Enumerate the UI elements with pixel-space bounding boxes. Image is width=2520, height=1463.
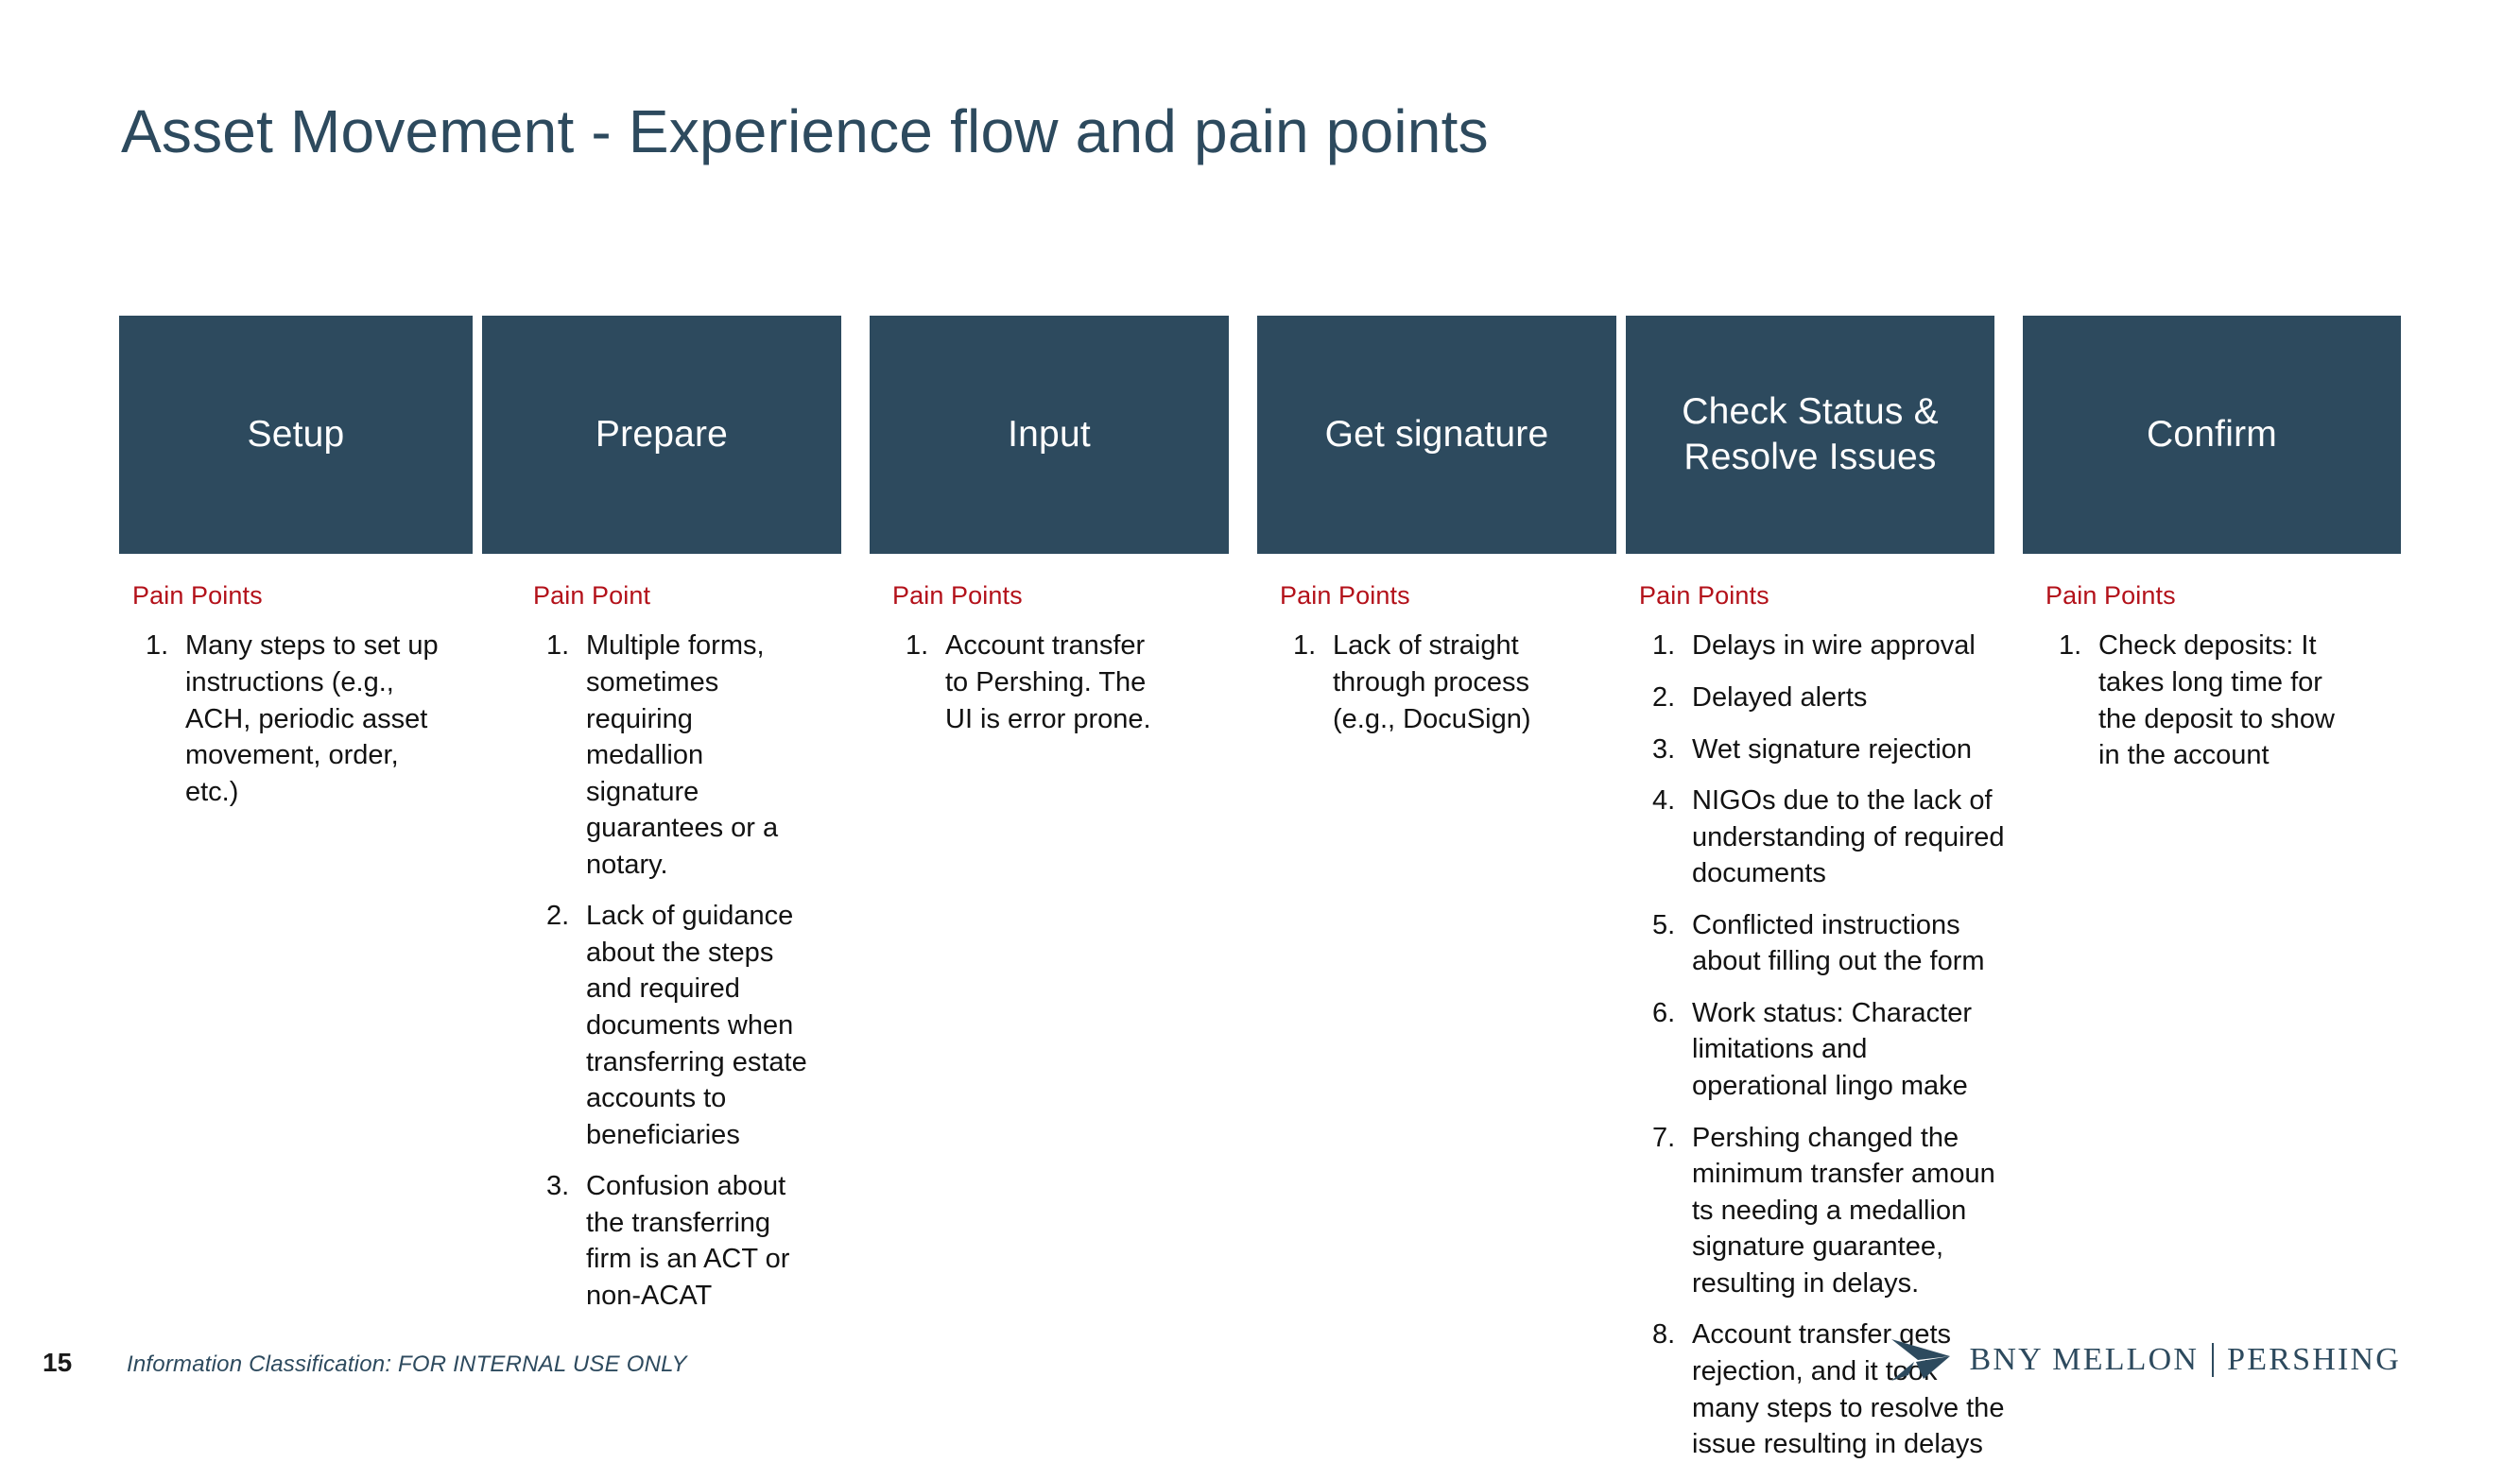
pain-points-heading: Pain Points xyxy=(892,581,1023,610)
pain-point-column: Pain Point 1. Multiple forms, sometimes re… xyxy=(533,580,817,1315)
flow-stage-label: Input xyxy=(1008,414,1091,456)
brand-wordmark: BNY MELLON PERSHING xyxy=(1969,1342,2401,1378)
pain-points-heading: Pain Points xyxy=(2045,581,2176,610)
pain-point-text: Pershing changed the minimum transfer am… xyxy=(1692,1122,1995,1299)
pain-point-text: Account transfer to Pershing. The UI is … xyxy=(945,630,1151,734)
pain-point-number: 1. xyxy=(906,630,929,662)
classification-notice: Information Classification: FOR INTERNAL… xyxy=(127,1351,687,1377)
flow-stage-label: Check Status & Resolve Issues xyxy=(1682,391,1939,477)
pain-point-text: Lack of guidance about the steps and req… xyxy=(586,901,807,1150)
pain-points-heading: Pain Point xyxy=(533,581,651,610)
brand-logo: BNY MELLON PERSHING xyxy=(1890,1337,2401,1383)
pain-point-number: 8. xyxy=(1652,1319,1676,1351)
pain-point-text: Many steps to set up instructions (e.g.,… xyxy=(185,630,439,807)
pain-point-number: 2. xyxy=(546,901,570,932)
pain-point-item: 6. Work status: Character limitations and… xyxy=(1639,995,2008,1105)
pain-point-item: 2. Lack of guidance about the steps and r… xyxy=(533,898,817,1153)
flow-stage-label: Get signature xyxy=(1324,414,1549,456)
pain-point-item: 4. NIGOs due to the lack of understanding… xyxy=(1639,783,2008,892)
flow-stage-box[interactable]: Confirm xyxy=(2023,316,2401,554)
pain-point-column: Pain Points 1. Check deposits: It takes lo… xyxy=(2045,580,2348,774)
pain-point-number: 3. xyxy=(1652,733,1676,765)
flow-stage-box[interactable]: Input xyxy=(870,316,1229,554)
pain-points-heading: Pain Points xyxy=(132,581,263,610)
flow-stage-box[interactable]: Check Status & Resolve Issues xyxy=(1626,316,1994,554)
pain-points-list: 1. Multiple forms, sometimes requiring me… xyxy=(533,628,817,1314)
flow-stage-label: Confirm xyxy=(2147,414,2277,456)
pain-points-list: 1. Many steps to set up instructions (e.g… xyxy=(132,628,444,810)
pain-point-number: 6. xyxy=(1652,997,1676,1028)
pain-point-text: Lack of straight through process (e.g., … xyxy=(1333,630,1531,734)
pain-point-column: Pain Points 1. Many steps to set up instru… xyxy=(132,580,444,810)
pain-point-column: Pain Points 1. Account transfer to Pershin… xyxy=(892,580,1166,737)
brand-name-left: BNY MELLON xyxy=(1969,1342,2200,1377)
brand-divider xyxy=(2212,1343,2215,1377)
pain-point-number: 5. xyxy=(1652,909,1676,940)
pain-point-item: 1. Delays in wire approval xyxy=(1639,628,2008,664)
pain-point-number: 3. xyxy=(546,1171,570,1202)
pain-point-number: 1. xyxy=(2059,630,2082,662)
pain-point-item: 2. Delayed alerts xyxy=(1639,680,2008,716)
pain-point-text: Delayed alerts xyxy=(1692,681,1868,713)
pain-point-item: 3. Wet signature rejection xyxy=(1639,732,2008,768)
pain-point-number: 7. xyxy=(1652,1122,1676,1153)
pain-point-text: Confusion about the transferring firm is… xyxy=(586,1171,790,1311)
pain-point-text: Work status: Character limitations and o… xyxy=(1692,997,1973,1102)
page-title: Asset Movement - Experience flow and pai… xyxy=(121,97,1489,165)
pain-point-text: Wet signature rejection xyxy=(1692,733,1973,765)
pain-points-heading: Pain Points xyxy=(1280,581,1410,610)
pain-point-number: 2. xyxy=(1652,681,1676,713)
pain-point-item: 5. Conflicted instructions about filling … xyxy=(1639,907,2008,980)
pain-point-text: Conflicted instructions about filling ou… xyxy=(1692,909,1985,977)
pain-point-item: 7. Pershing changed the minimum transfer … xyxy=(1639,1120,2008,1302)
pain-points-list: 1. Lack of straight through process (e.g.… xyxy=(1280,628,1563,737)
flow-stage-label: Prepare xyxy=(595,414,729,456)
pain-points-list: 1. Delays in wire approval 2. Delayed alert… xyxy=(1639,628,2008,1462)
flow-stage-box[interactable]: Setup xyxy=(119,316,473,554)
pain-point-item: 1. Many steps to set up instructions (e.g… xyxy=(132,628,444,810)
pain-point-number: 1. xyxy=(1652,630,1676,662)
brand-name-right: PERSHING xyxy=(2227,1342,2401,1377)
pain-point-text: Check deposits: It takes long time for t… xyxy=(2098,630,2335,771)
page-number: 15 xyxy=(43,1348,73,1377)
pain-points-list: 1. Check deposits: It takes long time for… xyxy=(2045,628,2348,773)
pain-point-number: 4. xyxy=(1652,785,1676,817)
flow-stage-row: Setup Prepare Input Get signature Check Stat… xyxy=(119,316,2401,554)
pain-point-item: 1. Lack of straight through process (e.g.… xyxy=(1280,628,1563,737)
pain-point-item: 1. Account transfer to Pershing. The UI i… xyxy=(892,628,1166,737)
pain-point-text: Multiple forms, sometimes requiring meda… xyxy=(586,630,779,880)
pain-points-list: 1. Account transfer to Pershing. The UI i… xyxy=(892,628,1166,737)
pain-point-item: 3. Confusion about the transferring firm … xyxy=(533,1168,817,1314)
pain-point-text: NIGOs due to the lack of understanding o… xyxy=(1692,785,2005,889)
pain-point-number: 1. xyxy=(1293,630,1317,662)
pain-point-item: 1. Multiple forms, sometimes requiring me… xyxy=(533,628,817,883)
flow-stage-box[interactable]: Get signature xyxy=(1257,316,1616,554)
flow-stage-label: Setup xyxy=(247,414,345,456)
pain-point-number: 1. xyxy=(146,630,169,662)
pain-point-column: Pain Points 1. Delays in wire approval 2. De… xyxy=(1639,580,2008,1463)
pain-points-heading: Pain Points xyxy=(1639,581,1769,610)
pain-point-text: Delays in wire approval xyxy=(1692,630,1976,662)
pain-point-column: Pain Points 1. Lack of straight through pr… xyxy=(1280,580,1563,737)
flow-stage-box[interactable]: Prepare xyxy=(482,316,841,554)
pain-point-number: 1. xyxy=(546,630,570,662)
bny-arrow-icon xyxy=(1891,1339,1951,1381)
pain-point-item: 1. Check deposits: It takes long time for… xyxy=(2045,628,2348,773)
